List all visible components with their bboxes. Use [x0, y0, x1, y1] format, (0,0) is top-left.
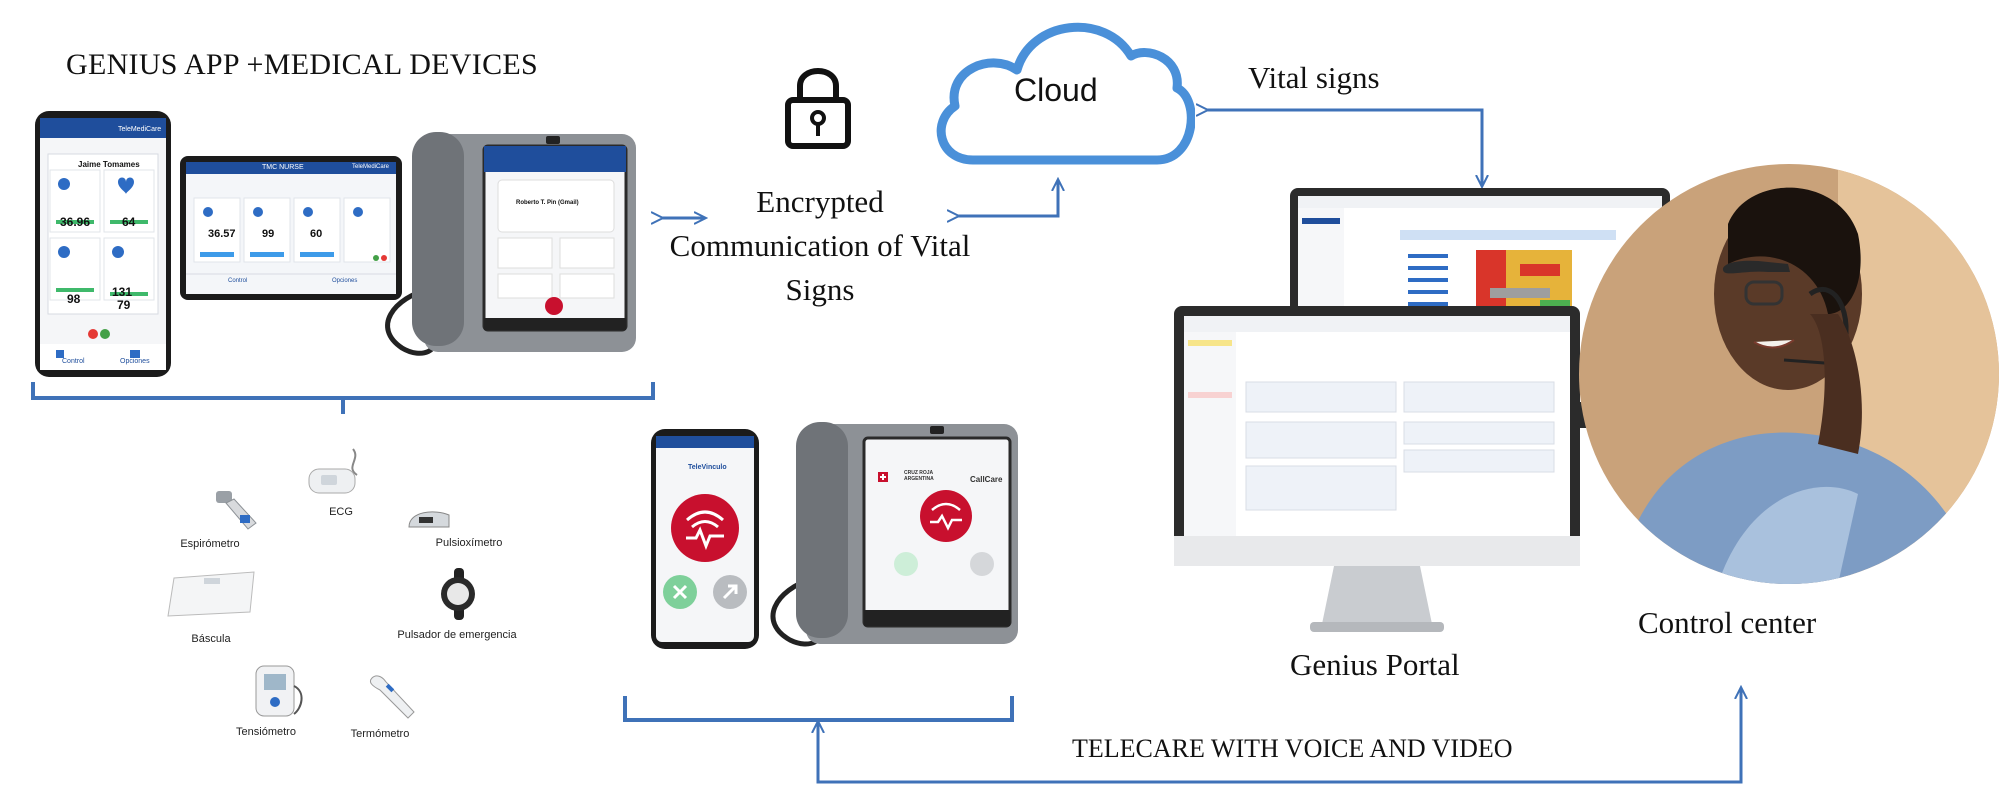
phone-value-diastolic: 79 — [117, 298, 131, 312]
tablet-title: TMC NURSE — [262, 164, 304, 171]
tablet-value-heart-rate: 60 — [310, 228, 323, 240]
phone-nav-options[interactable]: Opciones — [120, 358, 150, 365]
cloud-label: Cloud — [1014, 72, 1098, 108]
spirometer-icon — [216, 491, 257, 530]
smartphone-teleassistance — [651, 429, 759, 649]
pulse-oximeter-icon — [408, 511, 450, 528]
vital-signs-label: Vital signs — [1248, 60, 1380, 95]
teleassistance-app-name: TeleVinculo — [688, 464, 727, 471]
tablet-value-temperature: 36.57 — [208, 228, 236, 240]
scale-icon — [167, 571, 255, 617]
portal-monitor-front — [1174, 306, 1580, 632]
telecare-label: TELECARE WITH VOICE AND VIDEO — [1072, 734, 1513, 763]
encrypted-communication-label: Encrypted Communication of Vital Signs — [669, 184, 971, 307]
tablet-tab-control[interactable]: Control — [228, 278, 248, 284]
device-label-thermometer: Termómetro — [350, 728, 410, 740]
desk-video-phone-top — [385, 132, 636, 356]
phone-value-temperature: 36.96 — [60, 215, 91, 229]
genius-portal-label: Genius Portal — [1290, 647, 1460, 682]
diagram-title: GENIUS APP +MEDICAL DEVICES — [66, 48, 538, 81]
device-label-spirometer: Espirómetro — [180, 538, 240, 550]
callcare-label: CallCare — [970, 475, 1003, 484]
phone-brand: TeleMediCare — [118, 126, 162, 133]
thermometer-icon — [369, 675, 415, 719]
tablet-tab-options[interactable]: Opciones — [332, 278, 358, 284]
ecg-device-icon — [308, 448, 358, 494]
blood-pressure-monitor-icon — [255, 665, 303, 717]
lock-icon — [785, 68, 851, 149]
emergency-button-icon — [441, 568, 475, 620]
phone-value-spo2: 98 — [67, 292, 81, 306]
phone-value-systolic: 131 — [112, 285, 133, 299]
device-label-pulse-oximeter: Pulsioxímetro — [435, 537, 503, 549]
tablet-tmc-nurse — [180, 156, 402, 300]
cloud-icon — [936, 22, 1195, 165]
desk-video-phone-bottom — [770, 422, 1018, 647]
control-center-operator-photo — [1579, 164, 1999, 584]
desk-phone-user: Roberto T. Pin (Gmail) — [516, 200, 579, 206]
red-cross-org-label: CRUZ ROJA ARGENTINA — [904, 470, 934, 482]
device-label-ecg: ECG — [329, 506, 353, 518]
tablet-brand: TeleMediCare — [352, 164, 390, 170]
device-label-scale: Báscula — [191, 633, 231, 645]
control-center-label: Control center — [1638, 605, 1817, 640]
phone-value-heart-rate: 64 — [122, 215, 136, 229]
phone-patient-name: Jaime Tomames — [78, 160, 140, 169]
phone-nav-control[interactable]: Control — [62, 358, 85, 365]
device-label-emergency-button: Pulsador de emergencia — [397, 629, 517, 641]
device-label-blood-pressure-monitor: Tensiómetro — [236, 726, 296, 738]
smartphone-genius-app — [35, 111, 171, 377]
tablet-value-spo2: 99 — [262, 228, 275, 240]
